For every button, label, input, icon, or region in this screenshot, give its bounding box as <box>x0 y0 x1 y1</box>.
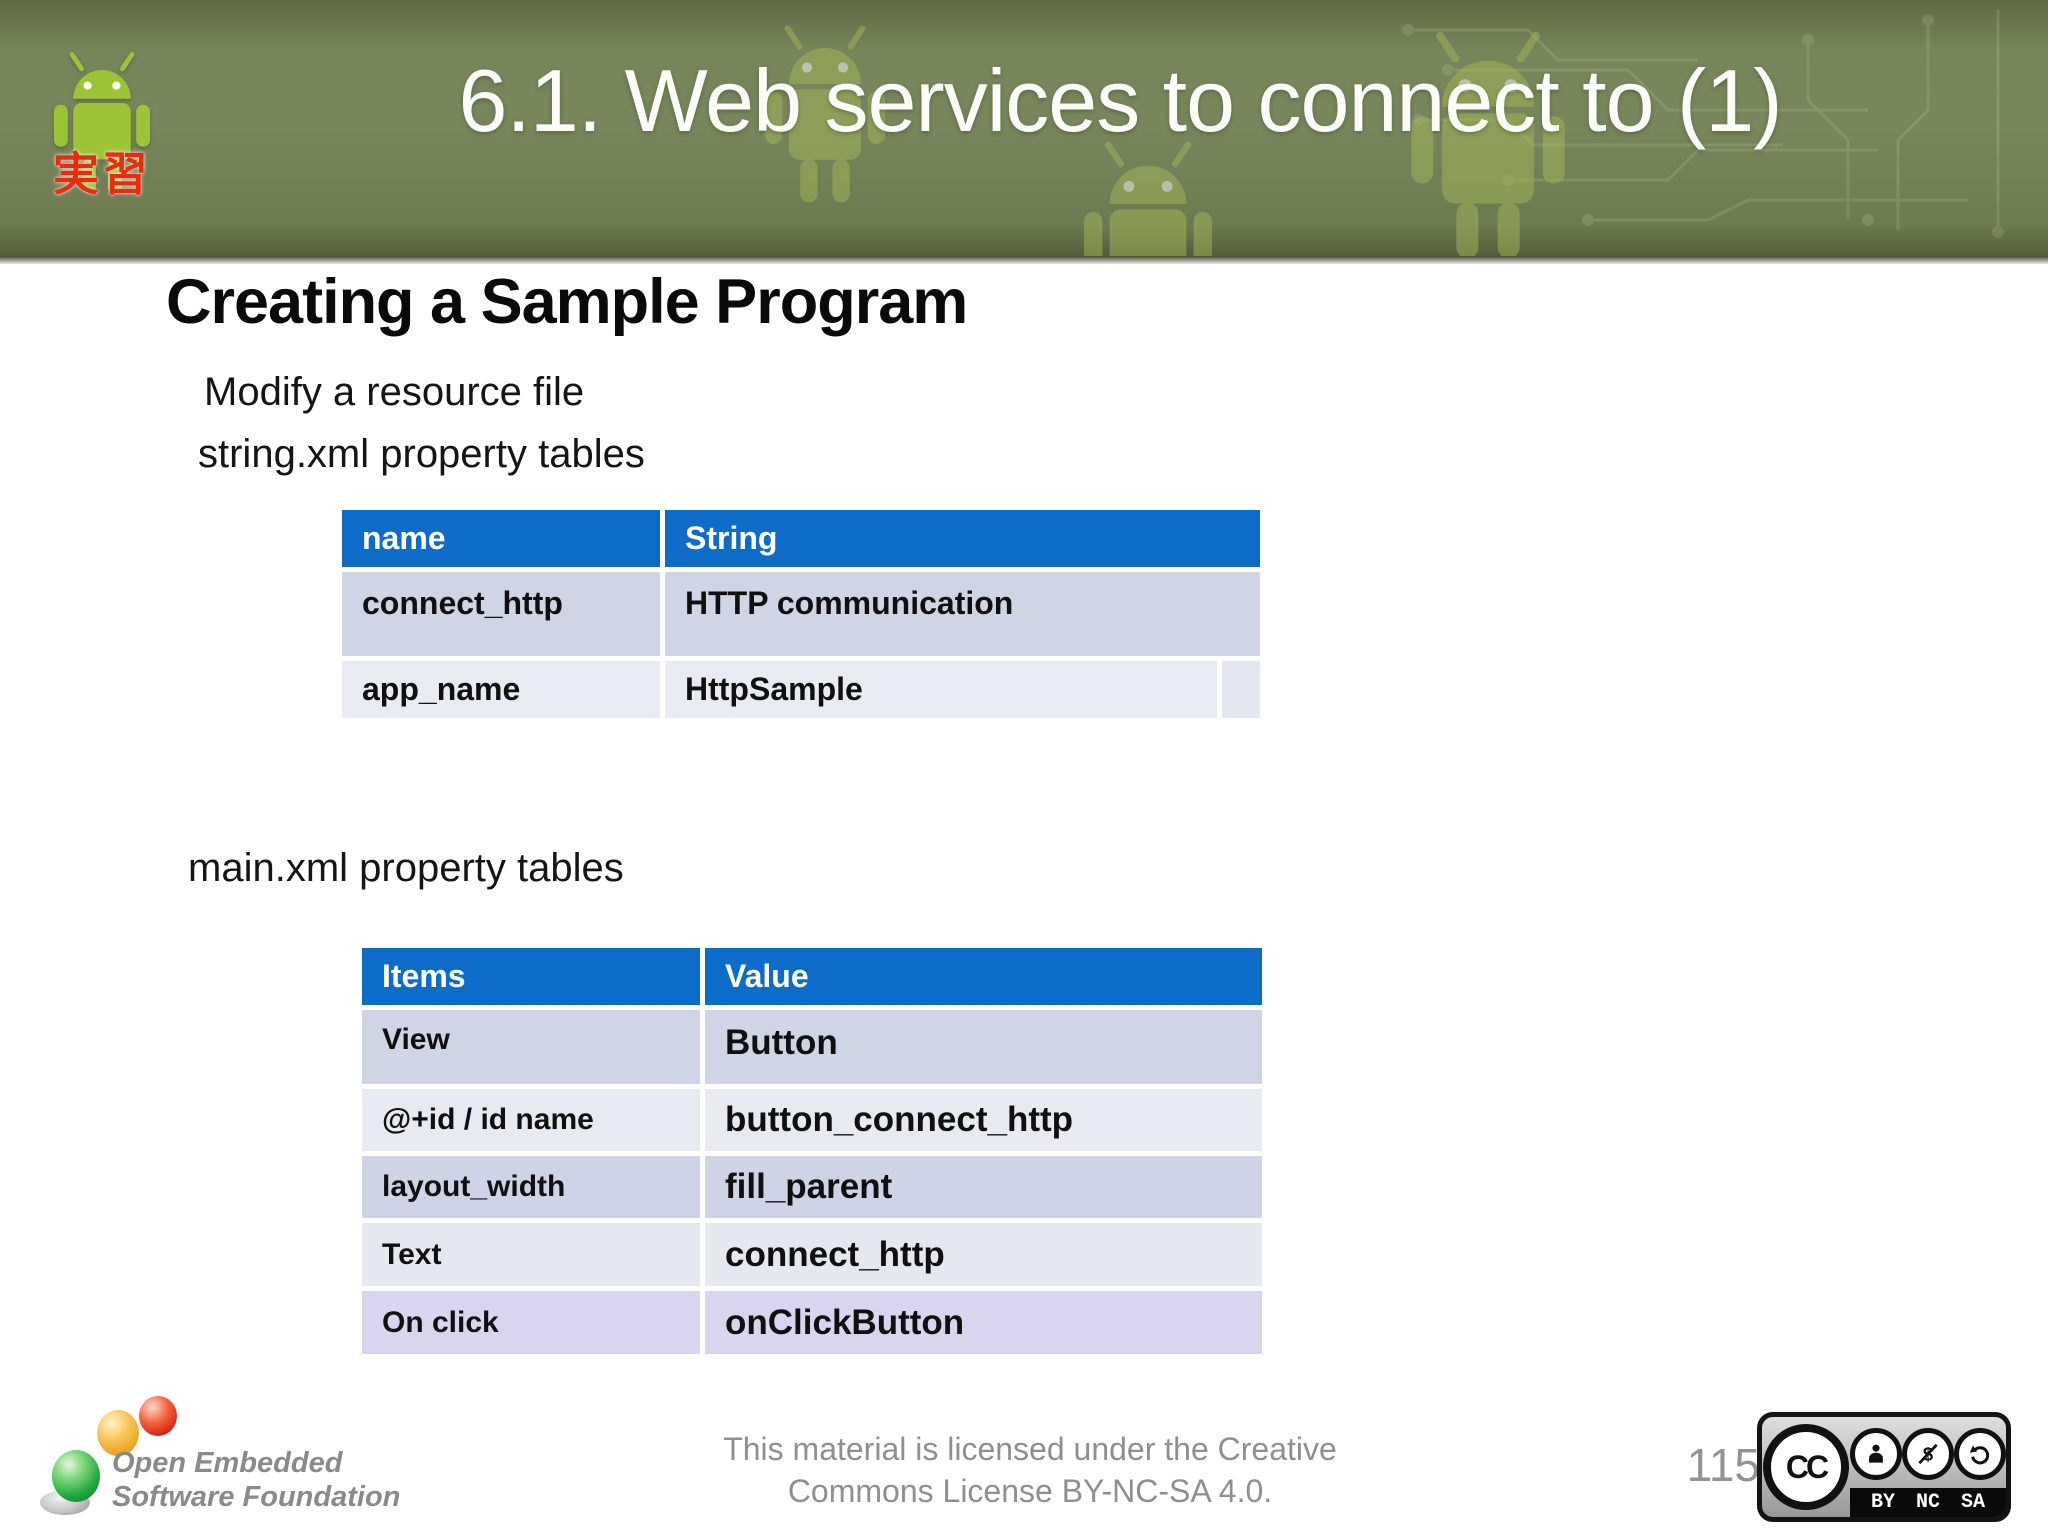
cc-icons-row: $ <box>1850 1417 2006 1488</box>
string-table-cell-name-1: connect_http <box>342 572 660 656</box>
section-heading: Creating a Sample Program <box>166 267 968 337</box>
main-table-value-layout-width: fill_parent <box>705 1156 1262 1218</box>
oesf-logo: Open Embedded Software Foundation <box>40 1390 420 1536</box>
cc-icons-section: $ BY NC SA <box>1850 1417 2006 1517</box>
modify-resource-line: Modify a resource file <box>204 370 585 414</box>
main-table-value-text: connect_http <box>705 1223 1262 1286</box>
cc-license-badge: CC $ <box>1757 1412 2011 1522</box>
android-icon-faded-2 <box>1068 140 1228 256</box>
main-table-header-items: Items <box>362 948 700 1005</box>
sa-icon <box>1954 1428 2006 1480</box>
main-table-value-id: button_connect_http <box>705 1089 1262 1151</box>
string-table-header-name: name <box>342 510 660 567</box>
cc-logo-circle: CC <box>1763 1424 1849 1510</box>
string-table-cell-name-2: app_name <box>342 661 660 718</box>
main-table-value-onclick: onClickButton <box>705 1291 1262 1354</box>
title-banner: 実習 6.1. Web services to connect to (1) <box>0 0 2048 256</box>
main-xml-label: main.xml property tables <box>188 846 624 890</box>
logo-text-line2: Software Foundation <box>112 1481 401 1513</box>
logo-text: Open Embedded Software Foundation <box>112 1446 400 1514</box>
nc-icon: $ <box>1902 1428 1954 1480</box>
slide-title: 6.1. Web services to connect to (1) <box>458 51 1782 150</box>
license-text: This material is licensed under the Crea… <box>594 1428 1466 1512</box>
cc-by-label: BY <box>1870 1491 1895 1514</box>
string-xml-label: string.xml property tables <box>198 432 645 476</box>
logo-orange-ball <box>97 1410 139 1456</box>
by-icon <box>1850 1428 1902 1480</box>
practice-badge-label: 実習 <box>53 148 151 200</box>
license-line1: This material is licensed under the Crea… <box>723 1431 1337 1467</box>
license-line2: Commons License BY-NC-SA 4.0. <box>787 1473 1273 1509</box>
logo-text-line1: Open Embedded <box>112 1447 343 1479</box>
string-table: name String connect_http HTTP communicat… <box>342 510 1260 718</box>
banner-divider <box>0 256 2048 264</box>
string-table-header-string: String <box>665 510 1260 567</box>
main-table-item-text: Text <box>362 1223 700 1286</box>
main-table: Items Value View Button @+id / id name b… <box>362 948 1262 1354</box>
main-table-item-view: View <box>362 1010 700 1084</box>
main-table-header-value: Value <box>705 948 1262 1005</box>
string-table-cell-value-2: HttpSample <box>665 661 1217 718</box>
string-table-empty-cell <box>1222 661 1260 718</box>
main-table-item-onclick: On click <box>362 1291 700 1354</box>
main-table-value-view: Button <box>705 1010 1262 1084</box>
page-number: 115 <box>1686 1439 1760 1491</box>
cc-strip: BY NC SA <box>1850 1488 2006 1517</box>
cc-logo-section: CC <box>1762 1417 1850 1517</box>
main-table-item-id: @+id / id name <box>362 1089 700 1151</box>
logo-red-ball <box>139 1396 177 1436</box>
cc-sa-label: SA <box>1960 1491 1985 1514</box>
cc-nc-label: NC <box>1915 1491 1940 1514</box>
main-table-item-layout-width: layout_width <box>362 1156 700 1218</box>
string-table-cell-value-1: HTTP communication <box>665 572 1260 656</box>
logo-green-ball <box>52 1450 100 1502</box>
